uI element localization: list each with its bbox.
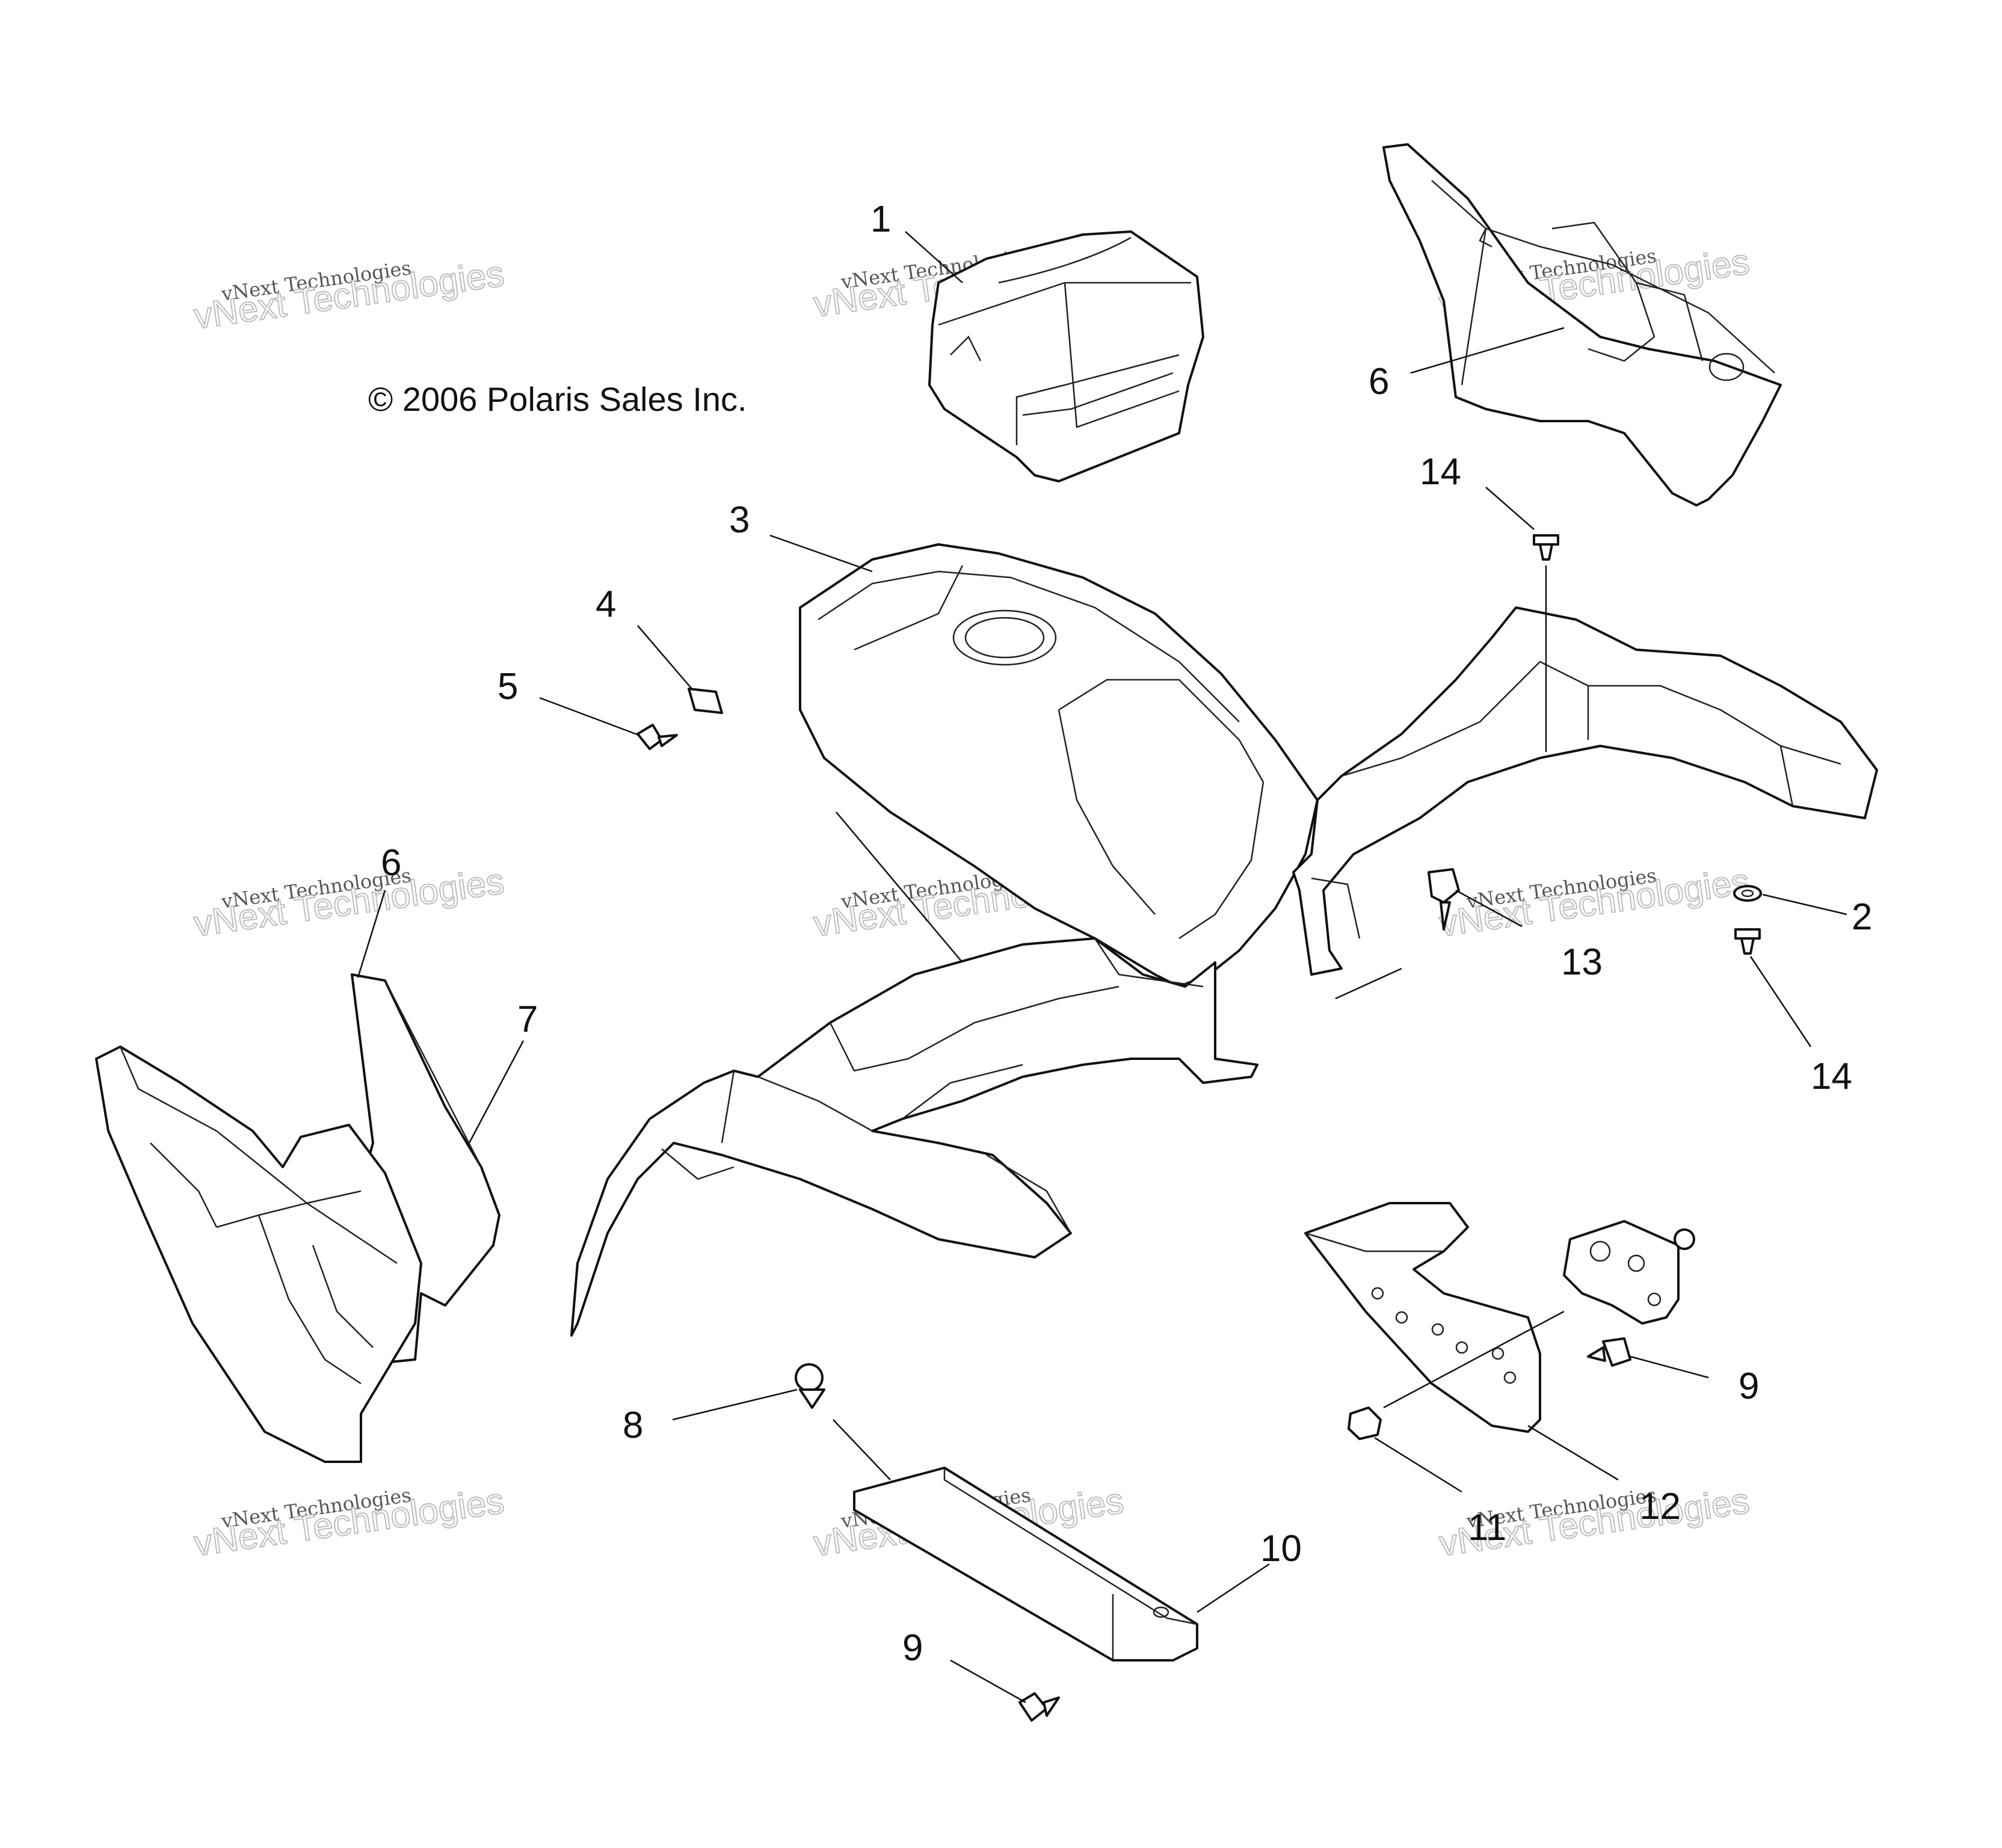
part-3-front-body	[570, 543, 1878, 1337]
leader-5	[539, 697, 639, 736]
callout-2: 2	[1852, 896, 1872, 938]
leader-6-upper	[1410, 327, 1565, 374]
leader-9-lower	[950, 1659, 1026, 1704]
part-13-fastener	[1428, 868, 1460, 931]
callout-11: 11	[1468, 1507, 1506, 1548]
part-14-screw-upper	[1533, 534, 1559, 561]
leader-7	[468, 1040, 525, 1144]
part-5-screw	[636, 724, 678, 750]
part-1-pod-cover	[928, 230, 1204, 482]
callout-8: 8	[623, 1405, 643, 1446]
callout-labels: 1 2 3 4 5 6 6 7 8 9 9 10 11 12 13 14 14	[381, 199, 1872, 1669]
callout-4: 4	[596, 584, 616, 625]
leader-3-body	[836, 812, 963, 963]
leader-10	[1197, 1563, 1270, 1613]
leader-14-upper	[1485, 487, 1535, 530]
part-10-bracket	[853, 1467, 1198, 1662]
callout-14-lower: 14	[1811, 1056, 1852, 1097]
leader-3	[769, 534, 873, 573]
part-9-screw-lower	[1018, 1692, 1060, 1722]
leader-1	[905, 231, 963, 283]
callout-10: 10	[1260, 1528, 1302, 1569]
leader-9-right	[1630, 1355, 1709, 1379]
leader-8	[672, 1388, 798, 1421]
leader-12	[1527, 1424, 1619, 1481]
part-9-screw-right	[1587, 1337, 1631, 1367]
callout-6-upper: 6	[1369, 361, 1389, 402]
part-11-nut	[1348, 1406, 1382, 1440]
leader-actuator	[1383, 1310, 1565, 1409]
callout-13: 13	[1561, 941, 1603, 983]
callout-12: 12	[1639, 1486, 1681, 1527]
callout-7: 7	[517, 999, 538, 1040]
actuator-block	[1563, 1220, 1695, 1325]
callout-14-upper: 14	[1420, 451, 1461, 493]
part-8-push-clip	[795, 1363, 825, 1409]
callout-6-left: 6	[381, 842, 401, 884]
leader-14-lower	[1749, 956, 1812, 1047]
watermark: vNext Technologies vNext Technologies	[191, 860, 507, 945]
leader-13	[1455, 889, 1523, 928]
watermark: vNext Technologies vNext Technologies	[191, 253, 507, 337]
part-12-mount-plate	[1304, 1202, 1541, 1433]
part-6-side-panel	[95, 1046, 422, 1463]
callout-1: 1	[870, 199, 891, 240]
leader-13-left	[1335, 967, 1402, 1000]
part-6-upper-panel	[1382, 143, 1782, 507]
callout-3: 3	[729, 499, 750, 541]
leader-6-left	[357, 890, 386, 978]
watermark: vNext Technologies vNext Technologies	[1437, 860, 1752, 945]
part-4-clip	[688, 688, 723, 714]
callout-5: 5	[497, 666, 518, 707]
watermark: vNext Technologies vNext Technologies	[191, 1480, 507, 1565]
leader-2	[1762, 893, 1847, 916]
copyright-notice: © 2006 Polaris Sales Inc.	[368, 380, 747, 418]
part-14-screw-lower	[1734, 928, 1761, 955]
leader-8-down	[833, 1419, 891, 1480]
leader-4	[637, 625, 692, 689]
leader-lines	[357, 231, 1847, 1704]
part-2-washer	[1733, 885, 1762, 902]
callout-9-right: 9	[1739, 1366, 1759, 1407]
leader-11	[1374, 1437, 1462, 1493]
callout-9-lower: 9	[902, 1627, 923, 1669]
